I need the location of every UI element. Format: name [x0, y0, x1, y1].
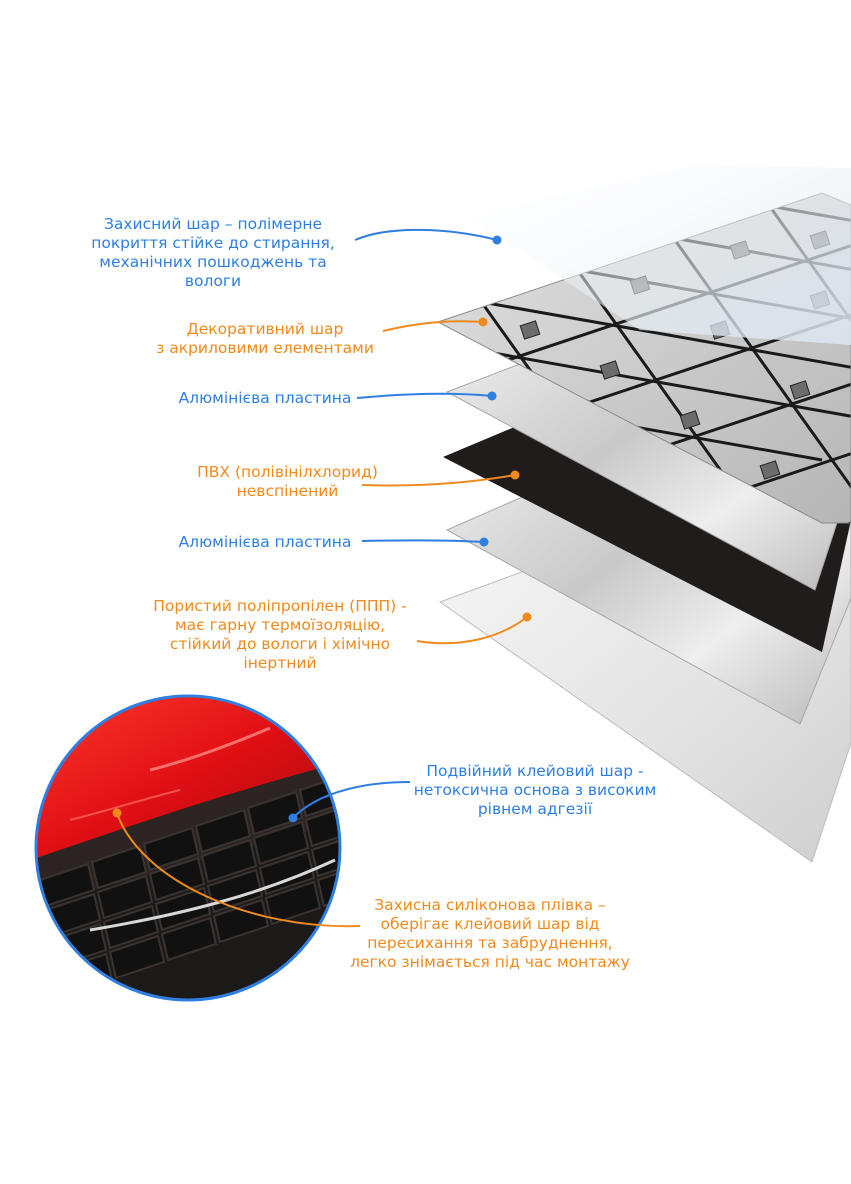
leader-line	[292, 781, 411, 819]
adhesive-tile	[212, 898, 270, 944]
adhesive-tile	[102, 904, 160, 950]
leader-line	[361, 474, 516, 487]
protective-layer-line: механічних пошкоджень та	[99, 253, 327, 271]
label-polypropylene-layer: Пористий поліпропілен (ППП) -має гарну т…	[120, 597, 440, 673]
polypropylene-layer-line: стійкий до вологи і хімічно	[169, 635, 391, 653]
leader-line	[382, 320, 484, 332]
aluminum-plate-2-line: Алюмінієва пластина	[178, 533, 352, 551]
pvc-layer-line: ПВХ (полівінілхлорид)	[197, 463, 378, 481]
polypropylene-layer-line: Пористий поліпропілен (ППП) -	[153, 597, 407, 615]
label-aluminum-plate-2: Алюмінієва пластина	[140, 533, 390, 552]
silicone-film-line: Захисна силіконова плівка –	[374, 896, 606, 914]
adhesive-tile	[252, 820, 310, 866]
label-aluminum-plate-1: Алюмінієва пластина	[140, 389, 390, 408]
protective-layer-line: покриття стійке до стирання,	[91, 234, 335, 252]
mosaic-accent-tile	[759, 460, 781, 480]
decorative-layer-line: Декоративний шар	[186, 320, 344, 338]
mosaic-accent-tile	[789, 380, 811, 400]
label-silicone-film: Захисна силіконова плівка –оберігає клей…	[325, 896, 655, 972]
leader-line	[356, 392, 493, 399]
leader-dot	[479, 537, 489, 547]
polypropylene-layer-line: інертний	[243, 654, 317, 672]
adhesive-tile	[160, 916, 218, 962]
adhesive-layer-line: нетоксична основа з високим	[413, 781, 657, 799]
adhesive-tile	[108, 934, 166, 980]
mosaic-accent-tile	[519, 320, 541, 340]
label-pvc-layer: ПВХ (полівінілхлорид)невспінений	[165, 463, 410, 501]
aluminum-plate-1-line: Алюмінієва пластина	[178, 389, 352, 407]
mosaic-accent-tile	[599, 360, 621, 380]
label-adhesive-layer: Подвійний клейовий шар -нетоксична основ…	[385, 762, 685, 819]
leader-dot	[288, 813, 298, 823]
mosaic-line	[128, 0, 851, 140]
adhesive-tile	[194, 808, 252, 854]
protective-layer-line: Захисний шар – полімерне	[103, 215, 323, 233]
leader-line	[361, 539, 485, 543]
silicone-film-line: пересихання та забруднення,	[367, 934, 613, 952]
mosaic-diagonal	[469, 298, 851, 398]
adhesive-layer-line: Подвійний клейовий шар -	[426, 762, 644, 780]
adhesive-tile	[142, 826, 200, 872]
protective-layer-line: вологи	[184, 272, 242, 290]
silicone-film-line: легко знімається під час монтажу	[350, 953, 630, 971]
decorative-layer-line: з акриловими елементами	[156, 339, 374, 357]
leader-line	[354, 228, 498, 241]
leader-dot	[492, 235, 502, 245]
mosaic-line	[510, 193, 851, 523]
adhesive-tile	[154, 886, 212, 932]
adhesive-tile	[200, 838, 258, 884]
adhesive-tile	[148, 856, 206, 902]
leader-line	[116, 812, 361, 928]
adhesive-tile	[96, 874, 154, 920]
polypropylene-layer-line: має гарну термоїзоляцію,	[174, 616, 385, 634]
leader-dot	[510, 470, 520, 480]
adhesive-tile	[264, 880, 322, 926]
adhesive-tile	[246, 790, 304, 836]
silicone-film-line: оберігає клейовий шар від	[380, 915, 600, 933]
leader-dot	[522, 612, 532, 622]
protective-film	[467, 164, 851, 345]
leader-dot	[112, 808, 122, 818]
pvc-layer-line: невспінений	[236, 482, 339, 500]
leader-dot	[478, 317, 488, 327]
mosaic-line	[438, 193, 851, 523]
leader-dot	[487, 391, 497, 401]
adhesive-tile	[90, 844, 148, 890]
mosaic-accent-tile	[679, 410, 701, 430]
adhesive-layer-line: рівнем адгезії	[477, 800, 593, 818]
leader-line	[416, 616, 528, 645]
